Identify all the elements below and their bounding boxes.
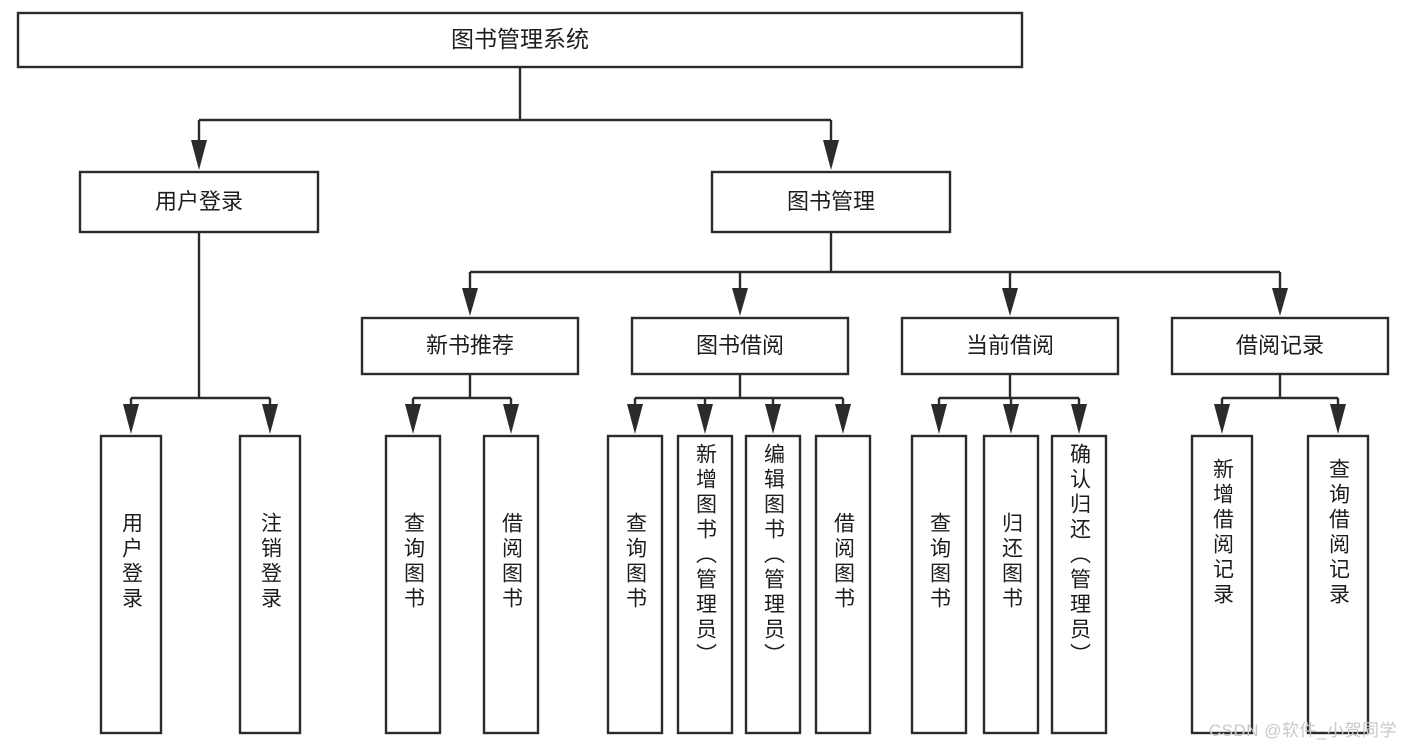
node-book-borrow-box[interactable] — [630, 316, 850, 376]
node-root-label: 图书管理系统 — [451, 26, 589, 52]
node-current-borrow[interactable]: 当前借阅 — [900, 316, 1120, 376]
arrow-icon — [503, 404, 519, 434]
connector-layer — [129, 67, 1340, 410]
leaf-borrow-book-1-box[interactable] — [482, 434, 540, 735]
leaf-query-record-box[interactable] — [1306, 434, 1370, 735]
arrow-icon — [462, 288, 478, 316]
node-book-manage-label: 图书管理 — [787, 189, 875, 214]
leaf-add-book-box[interactable] — [676, 434, 734, 735]
node-current-borrow-label: 当前借阅 — [966, 333, 1054, 358]
arrow-icon — [823, 140, 839, 170]
arrow-icon — [627, 404, 643, 434]
arrow-icon — [405, 404, 421, 434]
leaf-query-book-1-box[interactable] — [384, 434, 442, 735]
arrowhead-layer — [123, 140, 1346, 434]
arrow-icon — [835, 404, 851, 434]
arrow-icon — [931, 404, 947, 434]
leaf-return-book-box[interactable] — [982, 434, 1040, 735]
node-user-login-box[interactable] — [78, 170, 320, 234]
leaf-borrow-book-2-box[interactable] — [814, 434, 872, 735]
node-current-borrow-box[interactable] — [900, 316, 1120, 376]
node-new-book-recommend-label: 新书推荐 — [426, 333, 514, 358]
node-borrow-record-box[interactable] — [1170, 316, 1390, 376]
leaf-query-book-3-box[interactable] — [910, 434, 968, 735]
connector-borrow-record-trunk — [1220, 374, 1340, 410]
connector-book-borrow-trunk — [633, 374, 845, 410]
node-borrow-record-label: 借阅记录 — [1236, 333, 1324, 358]
arrow-icon — [191, 140, 207, 170]
arrow-icon — [1330, 404, 1346, 434]
arrow-icon — [732, 288, 748, 316]
node-new-book-recommend[interactable]: 新书推荐 — [360, 316, 580, 376]
node-root[interactable]: 图书管理系统 — [16, 11, 1024, 69]
arrow-icon — [1002, 288, 1018, 316]
arrow-icon — [1071, 404, 1087, 434]
node-root-box[interactable] — [16, 11, 1024, 69]
arrow-icon — [262, 404, 278, 434]
leaf-edit-book-box[interactable] — [744, 434, 802, 735]
leaf-add-record-box[interactable] — [1190, 434, 1254, 735]
node-user-login-label: 用户登录 — [155, 189, 243, 214]
leaf-user-login-box[interactable] — [99, 434, 163, 735]
node-book-borrow[interactable]: 图书借阅 — [630, 316, 850, 376]
arrow-icon — [697, 404, 713, 434]
connector-root-trunk — [197, 67, 833, 144]
arrow-icon — [1214, 404, 1230, 434]
node-book-borrow-label: 图书借阅 — [696, 333, 784, 358]
node-borrow-record[interactable]: 借阅记录 — [1170, 316, 1390, 376]
csdn-watermark: CSDN @软件_小贺同学 — [1208, 721, 1397, 740]
node-book-manage[interactable]: 图书管理 — [710, 170, 952, 234]
connector-user-login-trunk — [129, 232, 272, 410]
connector-new-book-recommend-trunk — [411, 374, 513, 410]
node-book-manage-box[interactable] — [710, 170, 952, 234]
connector-book-manage-trunk — [468, 232, 1282, 292]
arrow-icon — [123, 404, 139, 434]
node-new-book-recommend-box[interactable] — [360, 316, 580, 376]
leaf-query-book-2-box[interactable] — [606, 434, 664, 735]
arrow-icon — [1272, 288, 1288, 316]
leaf-box-layer — [99, 434, 1370, 735]
arrow-icon — [1003, 404, 1019, 434]
leaf-logout-box[interactable] — [238, 434, 302, 735]
arrow-icon — [765, 404, 781, 434]
node-user-login[interactable]: 用户登录 — [78, 170, 320, 234]
leaf-confirm-return-box[interactable] — [1050, 434, 1108, 735]
